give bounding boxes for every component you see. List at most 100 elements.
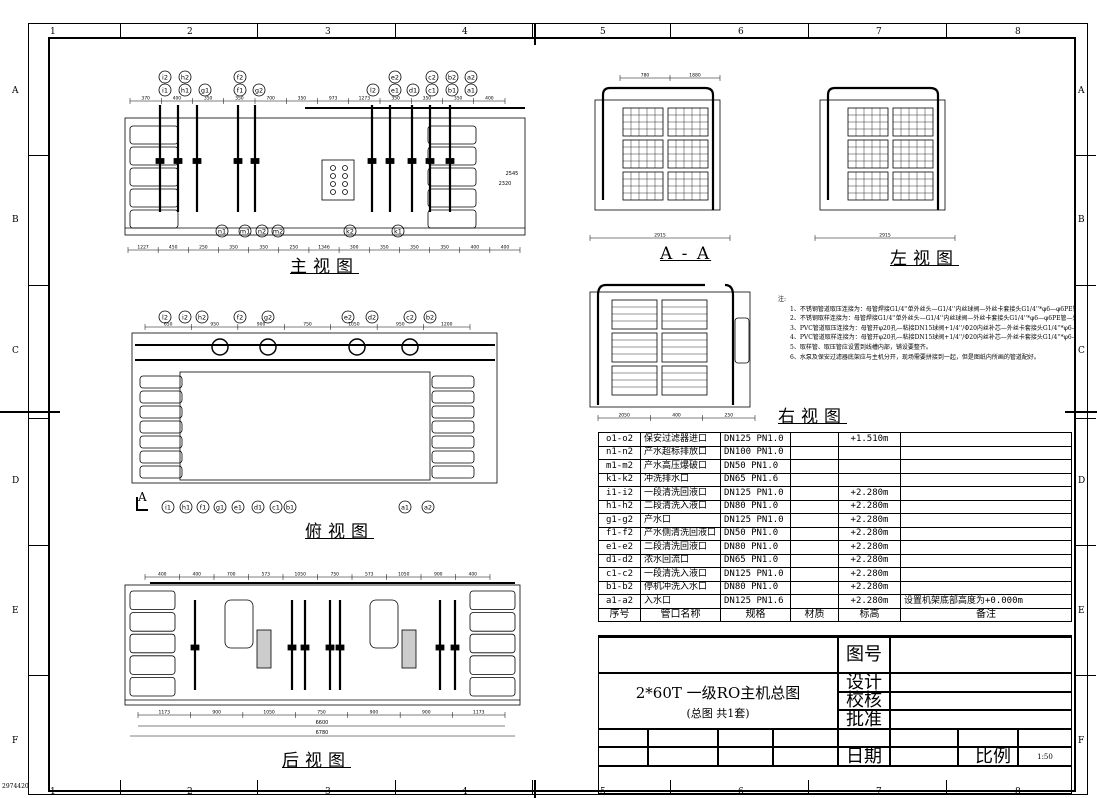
table-cell [790, 526, 839, 541]
pipe-label-bubble [231, 500, 245, 514]
pipe-label: e1 [391, 87, 399, 95]
dimension-label: 1050 [398, 572, 410, 578]
pipe-label-bubble [178, 83, 192, 97]
grid-column-label: 8 [1015, 27, 1021, 37]
gauge-icon [330, 181, 336, 187]
dimension-label: 1050 [263, 710, 275, 716]
pipe-label-bubble [161, 500, 175, 514]
title-block: 图号 2*60T 一级RO主机总图 (总图 共1套) 设计 校核 批准 日期 比… [598, 635, 1072, 794]
dimension-label: 400 [158, 572, 167, 578]
grid-row-label: D [12, 476, 20, 486]
membrane-vessel [431, 435, 475, 449]
date-value [890, 747, 958, 766]
grid-tick [670, 23, 671, 37]
table-cell: o1-o2 [598, 432, 641, 447]
valve [155, 158, 165, 164]
note-item: 6、水泵及保安过滤器底架应与主机分开，现场需要拼接到一起，但是图纸内所画的管道配… [790, 353, 1040, 361]
dimension-label: 400 [468, 572, 477, 578]
pipe-label-bubble [252, 83, 266, 97]
valve [435, 644, 445, 651]
pipe-label: l2 [162, 314, 168, 322]
dimension-label: 2915 [879, 233, 891, 239]
dimension-label: 400 [192, 572, 201, 578]
table-cell [790, 486, 839, 501]
table-cell: DN80 PN1.0 [720, 499, 791, 514]
pipe-label-bubble [445, 70, 459, 84]
valve [407, 158, 417, 164]
dimension-label: 700 [227, 572, 236, 578]
dimension-label: 350 [380, 245, 389, 251]
grid-tick [946, 23, 947, 37]
table-cell: g1-g2 [598, 513, 641, 528]
valve [450, 644, 460, 651]
pipe-label: d2 [368, 314, 376, 322]
title-block-cell [598, 729, 648, 747]
pipe-label-bubble [215, 224, 229, 238]
filter-housing [734, 317, 750, 364]
grid-row-label: E [12, 606, 19, 616]
grid-tick [28, 285, 48, 286]
design-value [890, 673, 1072, 692]
approve-value [890, 710, 1072, 729]
membrane-vessel [139, 375, 183, 389]
title-block-cell [958, 729, 1018, 747]
table-cell: 入水口 [640, 594, 721, 609]
left-view-title: 左视图 [890, 249, 959, 269]
grid-row-label: C [12, 346, 19, 356]
drawing-id: 2974420 [2, 783, 29, 790]
top-view-title: 俯视图 [305, 522, 374, 542]
pipe-label: n2 [258, 228, 266, 236]
table-cell: 一段清洗入液口 [640, 567, 721, 582]
pipe-label: i1 [162, 87, 168, 95]
front-view-frame [124, 117, 526, 236]
table-cell: 停机冲洗入水口 [640, 580, 721, 595]
title-block-cell [648, 747, 718, 766]
grid-tick [28, 155, 48, 156]
membrane-vessel [129, 209, 179, 229]
valve [233, 158, 243, 164]
gauge-icon [330, 165, 336, 171]
drawing-subtitle: (总图 共1套) [686, 706, 750, 720]
pipe-label-bubble [238, 224, 252, 238]
membrane-rack [661, 299, 708, 330]
table-cell: DN65 PN1.6 [720, 472, 791, 487]
pipe-label: g1 [216, 504, 224, 512]
note-item: 1、不锈钢管道取压连接为：母管焊接G1/4''单外丝头—G1/4''内丝球阀—外… [790, 305, 1075, 313]
title-cell: 2*60T 一级RO主机总图 (总图 共1套) [598, 673, 838, 729]
membrane-vessel [427, 167, 477, 187]
title-blank [598, 637, 838, 673]
notes: 注: 1、不锈钢管道取压连接为：母管焊接G1/4''单外丝头—G1/4''内丝球… [778, 295, 1075, 362]
drawing-inner-border [48, 37, 1076, 792]
pipe-label: d1 [254, 504, 262, 512]
table-cell [790, 553, 839, 568]
pipe-label: g2 [255, 87, 263, 95]
pipe-label: m2 [273, 228, 283, 236]
table-cell: 一段清洗回液口 [640, 486, 721, 501]
table-cell: DN50 PN1.0 [720, 459, 791, 474]
left-view [819, 99, 946, 211]
scale-value: 1:50 [1018, 747, 1072, 766]
membrane-rack [661, 332, 708, 363]
note-item: 4、PVC管道取样连接为：母管开φ20孔—粘接DN15球阀+1/4''/Ф20内… [790, 334, 1075, 342]
valve [250, 158, 260, 164]
membrane-vessel [469, 655, 516, 675]
membrane-vessel [469, 612, 516, 632]
dimension-label: 1050 [295, 572, 307, 578]
title-block-cell [718, 747, 773, 766]
dimension-label: 400 [501, 245, 510, 251]
table-cell: a1-a2 [598, 594, 641, 609]
pipe-label: c2 [406, 314, 414, 322]
pipe-label: i2 [162, 74, 168, 82]
grid-tick [808, 23, 809, 37]
cartridge-filter [369, 599, 399, 649]
pipe-label: a2 [424, 504, 432, 512]
dimension-label: 370 [141, 96, 150, 102]
dimension-label: 350 [423, 96, 432, 102]
dimension-label: 700 [266, 96, 275, 102]
pipe [596, 283, 705, 405]
membrane-vessel [431, 375, 475, 389]
dimension-label: 350 [204, 96, 213, 102]
grid-row-label: D [1078, 476, 1086, 486]
